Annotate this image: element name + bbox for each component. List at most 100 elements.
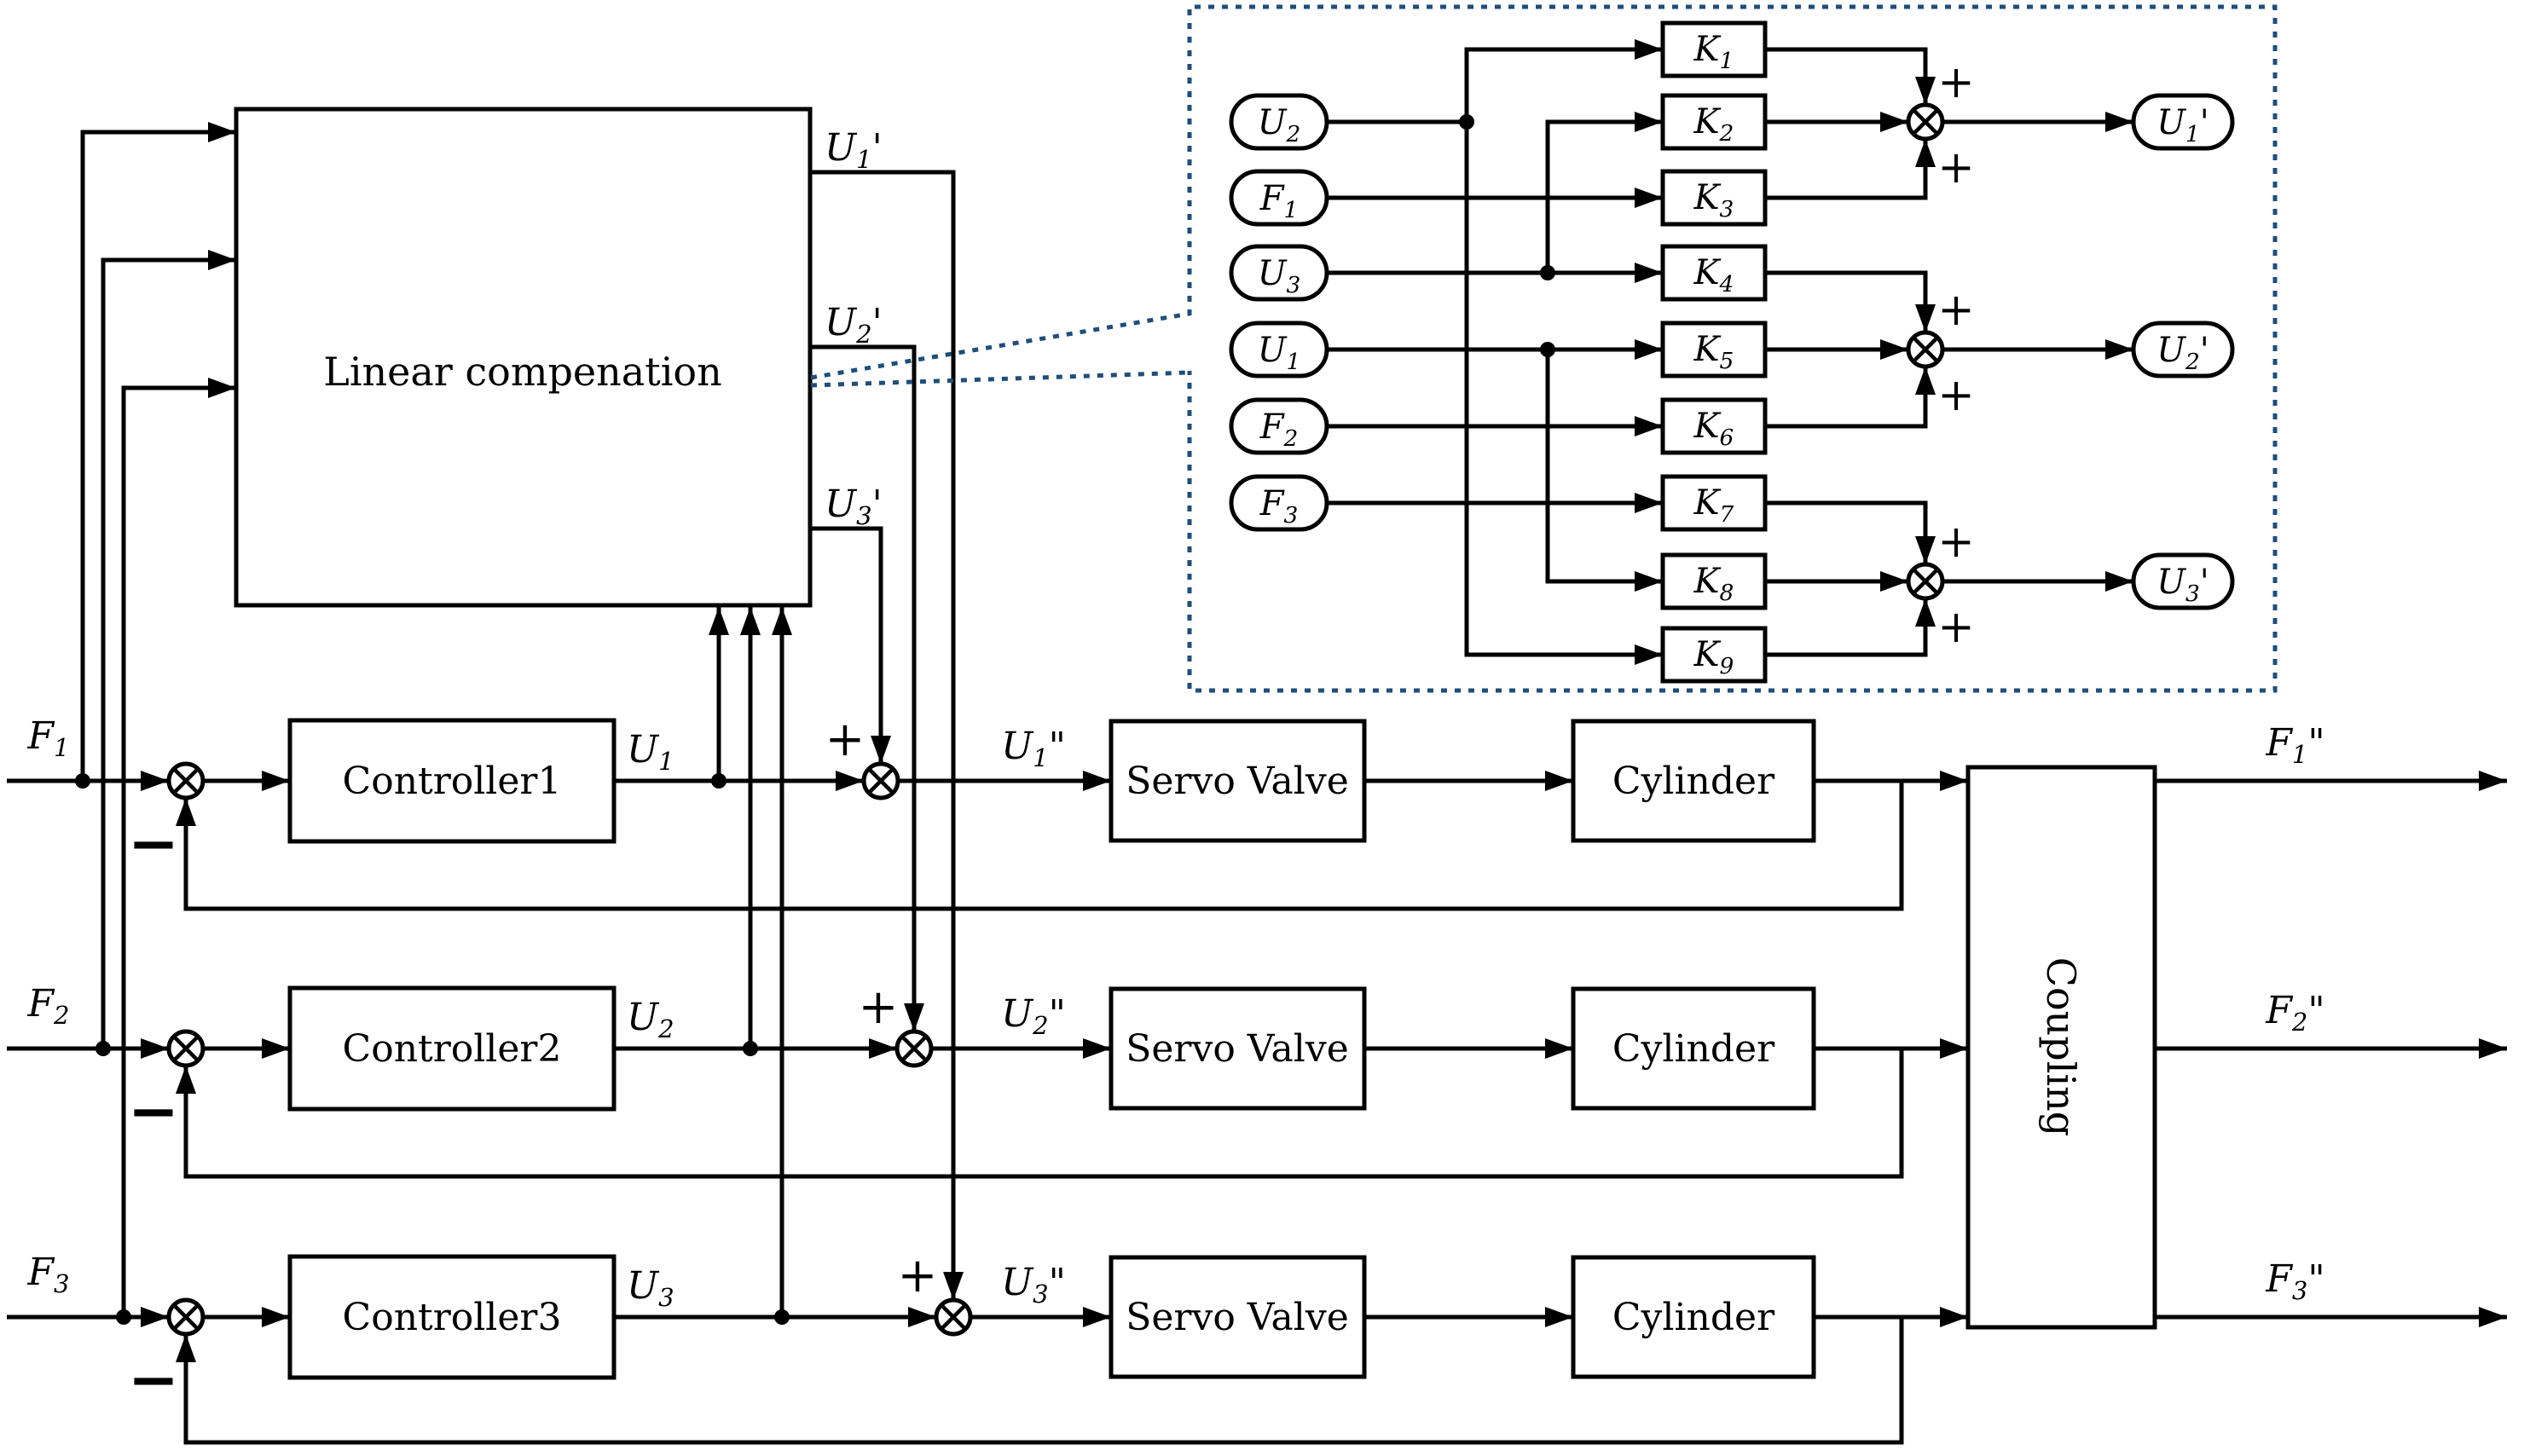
wire-k7-to-sum3 — [1765, 500, 1936, 564]
minus-sign-3: − — [128, 1343, 179, 1415]
gain-k8-label: K8 — [1693, 562, 1734, 606]
servo-valve-label-1: Servo Valve — [1126, 760, 1349, 803]
inset-input-f1-label: F1 — [1259, 179, 1299, 223]
inset-gain-blocks: K1 K2 K3 K4 K5 K6 K7 K8 K9 — [1660, 20, 1768, 684]
wire-u1-prime-out — [810, 170, 964, 1300]
plus-sign-1: + — [825, 712, 865, 767]
compensated-signal-label-2: U2" — [1001, 992, 1066, 1040]
inset-output-u3-prime — [2131, 552, 2235, 610]
controller2-label: Controller2 — [343, 1027, 562, 1071]
inset-output-u2-prime — [2131, 321, 2235, 378]
error-junction-2 — [166, 1029, 206, 1068]
branch-dot — [75, 773, 90, 789]
inset-output-u1-prime — [2131, 93, 2235, 151]
junction-x — [172, 1035, 200, 1062]
compensation-output-label-3: U3' — [825, 482, 883, 530]
main-diagram: F1 − Controller1 U1 + U1" — [7, 107, 2507, 1445]
wire-k3-to-sum1 — [1765, 139, 1936, 200]
compensated-signal-label-1: U1" — [1001, 725, 1066, 772]
cylinder-box-2 — [1571, 986, 1816, 1111]
coupling-block: Coupling — [1965, 765, 2157, 1330]
sum-junction-1 — [861, 761, 900, 800]
linear-compensation-rect — [234, 107, 813, 608]
servo-valve-box-2 — [1109, 986, 1367, 1111]
wire-u2-prime-out — [810, 344, 924, 1031]
feedback-wire-2 — [176, 1049, 1904, 1179]
inset-input-u2-label: U2 — [1258, 103, 1301, 147]
gain-k5-label: K5 — [1693, 330, 1734, 374]
junction-x — [1912, 336, 1939, 363]
inset-sum-junction-2: + + — [1906, 285, 2133, 421]
plus-sign-2: + — [859, 979, 899, 1035]
compensated-signal-label-3: U3" — [1001, 1261, 1066, 1309]
force-input-label-2: F2 — [26, 982, 69, 1030]
plus-sign-3: + — [898, 1248, 938, 1303]
gain-k3-label: K3 — [1693, 178, 1734, 222]
gain-k6-label: K6 — [1693, 407, 1734, 451]
plus-sign: + — [1937, 370, 1975, 421]
junction-x — [172, 1303, 200, 1331]
cylinder-box-3 — [1571, 1255, 1816, 1379]
inset-output-u1-prime-label: U1' — [2156, 103, 2209, 147]
sum-junction-3 — [934, 1297, 973, 1337]
wire-f3-to-compensation — [121, 378, 236, 1317]
servo-valve-label-2: Servo Valve — [1126, 1027, 1349, 1071]
control-loop-3: F3 − Controller3 U3 + U3" — [7, 378, 2507, 1445]
inset-output-u3-prime-label: U3' — [2156, 563, 2209, 607]
controller3-box — [287, 1254, 617, 1380]
wire-k4-to-sum2 — [1765, 270, 1936, 332]
plus-sign: + — [1937, 602, 1975, 653]
cylinder-label-1: Cylinder — [1612, 760, 1775, 803]
gain-k5-box — [1660, 321, 1768, 378]
control-signal-label-3: U3 — [627, 1264, 674, 1312]
force-input-label-3: F3 — [26, 1251, 69, 1298]
gain-k1-label: K1 — [1693, 30, 1734, 74]
inset-sum-wires — [1765, 47, 1936, 657]
linear-compensation-label: Linear compenation — [323, 349, 721, 395]
control-signal-label-1: U1 — [627, 728, 674, 776]
servo-valve-box-1 — [1109, 719, 1367, 843]
inset-dashed-border — [1187, 4, 2278, 693]
gain-k7-box — [1660, 474, 1768, 532]
wire-k1-to-sum1 — [1765, 47, 1936, 105]
inset-input-u1-label: U1 — [1258, 331, 1301, 375]
junction-x — [900, 1035, 928, 1062]
controller1-label: Controller1 — [343, 760, 562, 803]
wire-u1-to-k8 — [1545, 350, 1663, 592]
error-junction-1 — [166, 761, 206, 800]
controller3-label: Controller3 — [343, 1296, 562, 1339]
plus-sign: + — [1937, 517, 1975, 568]
wire-u2-to-k9 — [1464, 122, 1663, 665]
plus-sign: + — [1937, 57, 1975, 108]
controller2-box — [287, 985, 617, 1112]
feedback-wire-3 — [176, 1317, 1904, 1445]
plus-sign: + — [1937, 285, 1975, 336]
inset-input-f2-label: F2 — [1259, 407, 1299, 452]
junction-x — [867, 767, 894, 794]
force-input-label-1: F1 — [26, 714, 69, 762]
control-loop-2: F2 − Controller2 U2 + U2" — [7, 250, 2507, 1179]
wire-k6-to-sum2 — [1765, 367, 1936, 429]
coupling-label: Coupling — [2038, 957, 2084, 1136]
wire-k9-to-sum3 — [1765, 598, 1936, 657]
inset-input-f3-label: F3 — [1259, 484, 1299, 529]
wire-u3-prime-out — [810, 526, 891, 764]
gain-k1-box — [1660, 20, 1768, 78]
minus-sign-1: − — [128, 806, 179, 879]
inset-input-u3-label: U3 — [1258, 254, 1301, 298]
wire-f2-to-compensation — [101, 250, 236, 1049]
gain-k2-label: K2 — [1693, 102, 1734, 147]
cylinder-label-3: Cylinder — [1612, 1296, 1775, 1339]
wire-u2-to-k1 — [1464, 39, 1663, 122]
cylinder-label-2: Cylinder — [1612, 1027, 1775, 1071]
gain-k9-label: K9 — [1693, 635, 1734, 679]
servo-valve-label-3: Servo Valve — [1126, 1296, 1349, 1339]
gain-k4-label: K4 — [1693, 253, 1734, 298]
inset-outputs: U1' U2' U3' — [2131, 93, 2235, 610]
force-output-label-1: F1" — [2265, 721, 2324, 769]
gain-k7-label: K7 — [1693, 483, 1734, 528]
control-loop-1: F1 − Controller1 U1 + U1" — [7, 122, 2507, 911]
plus-sign: + — [1937, 142, 1975, 194]
linear-compensation-block: Linear compenation U1' U2' U3' — [234, 107, 964, 1300]
